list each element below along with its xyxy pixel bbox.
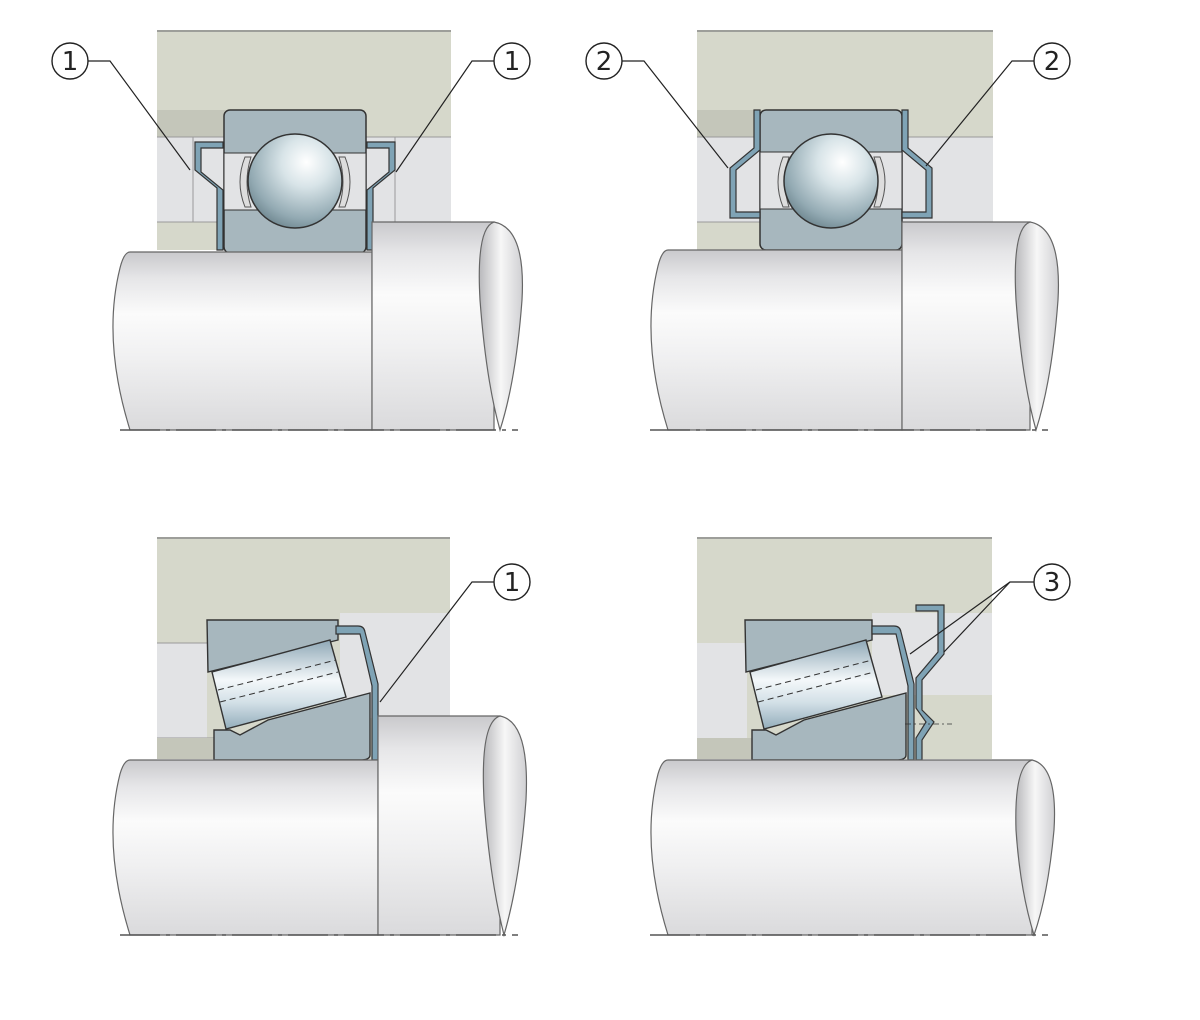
tapered-roller <box>211 639 347 730</box>
callout-label: 1 <box>62 47 79 77</box>
panel-top-right: 2 2 <box>585 30 1071 433</box>
callout-2-right: 2 <box>925 42 1071 167</box>
callout-1-right: 1 <box>395 42 531 173</box>
ball <box>247 133 343 229</box>
callout-label: 1 <box>504 568 521 598</box>
callout-label: 2 <box>596 47 613 77</box>
callout-label: 3 <box>1044 568 1061 598</box>
outer-cup <box>206 619 339 673</box>
callout-3: 3 <box>909 563 1071 655</box>
shaft-end <box>478 221 524 433</box>
callout-2-left: 2 <box>585 42 729 169</box>
shaft-left-section <box>112 251 373 431</box>
panel-bottom-right: 3 <box>650 537 1071 937</box>
callout-1-taper: 1 <box>379 563 531 703</box>
panel-top-left: 1 1 <box>51 30 531 433</box>
seal-shield-right <box>366 141 396 251</box>
callout-1-left: 1 <box>51 42 191 171</box>
seal-shield-left <box>194 141 224 251</box>
callout-label: 1 <box>504 47 521 77</box>
seal-washer-right <box>901 109 933 219</box>
callout-label: 2 <box>1044 47 1061 77</box>
seal-shield <box>335 625 379 761</box>
shaft-right-section <box>371 221 495 431</box>
panel-bottom-left: 1 <box>112 537 531 938</box>
seal-inner-labyrinth <box>871 625 915 761</box>
seal-washer-left <box>729 109 761 219</box>
